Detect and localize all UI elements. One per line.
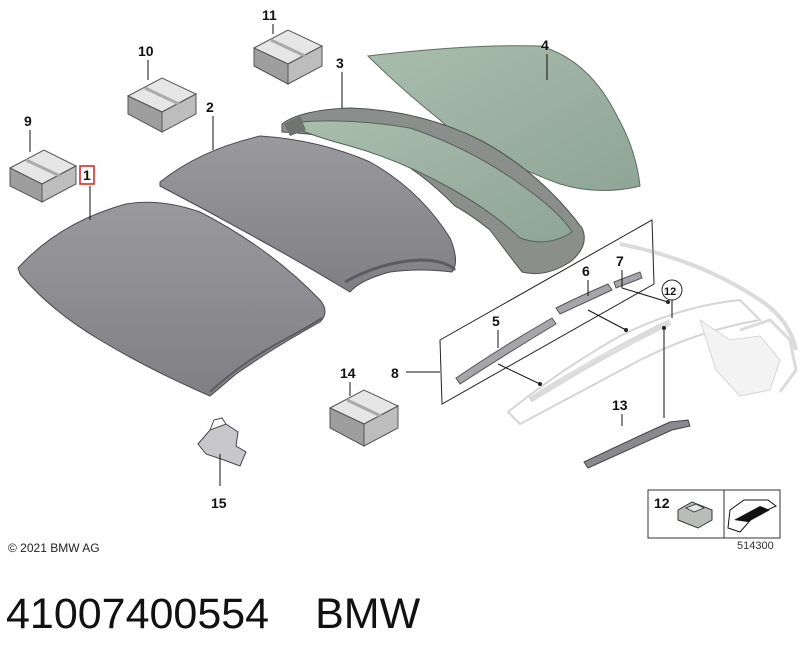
dot-5 (538, 382, 542, 386)
dot-6 (624, 328, 628, 332)
callout-13: 13 (612, 397, 628, 413)
box-part-9 (8, 149, 78, 203)
box-part-11 (252, 29, 324, 85)
callout-9: 9 (24, 113, 32, 129)
callout-2: 2 (206, 99, 214, 115)
callout-3: 3 (336, 55, 344, 71)
arrow-icon (727, 499, 777, 533)
seal-strip-7 (613, 271, 643, 289)
front-roof-panel (17, 201, 326, 397)
roof-mechanism (506, 242, 798, 426)
rail-part-13 (583, 419, 691, 469)
roof-frame-with-window (281, 107, 585, 275)
bracket-part-15 (197, 417, 247, 467)
callout-12-circle (661, 279, 683, 301)
clip-icon (677, 501, 713, 529)
callout-5: 5 (492, 313, 500, 329)
callout-1-highlight (79, 165, 95, 185)
callout-12: 12 (664, 286, 676, 298)
legend-callout-12: 12 (654, 495, 670, 511)
callout-15: 15 (211, 495, 227, 511)
dot-7 (666, 300, 670, 304)
callout-4: 4 (541, 37, 549, 53)
leader-lines (29, 24, 673, 486)
part-number: 41007400554 (6, 590, 270, 638)
rear-glass-window (366, 45, 641, 191)
box-part-10 (126, 77, 198, 133)
box-part-14 (328, 389, 400, 447)
callout-1: 1 (83, 167, 91, 183)
callout-7: 7 (616, 253, 624, 269)
callout-8: 8 (391, 365, 399, 381)
callout-labels: 1 2 3 4 5 6 7 8 9 10 11 12 13 14 15 (24, 7, 676, 511)
dot-13 (662, 326, 666, 330)
middle-roof-panel (159, 135, 457, 293)
callout-14: 14 (340, 365, 356, 381)
callout-11: 11 (262, 7, 277, 23)
part-number-line: 41007400554 BMW (6, 590, 420, 639)
seal-strip-6 (555, 283, 613, 315)
diagram-code: 514300 (737, 540, 774, 552)
seal-kit-outline (439, 219, 655, 405)
callout-10: 10 (138, 43, 154, 59)
brand-name: BMW (315, 590, 421, 638)
copyright-text: © 2021 BMW AG (8, 541, 100, 555)
legend-box: 12 (647, 489, 781, 539)
callout-6: 6 (582, 263, 590, 279)
seal-strip-5 (455, 317, 557, 385)
